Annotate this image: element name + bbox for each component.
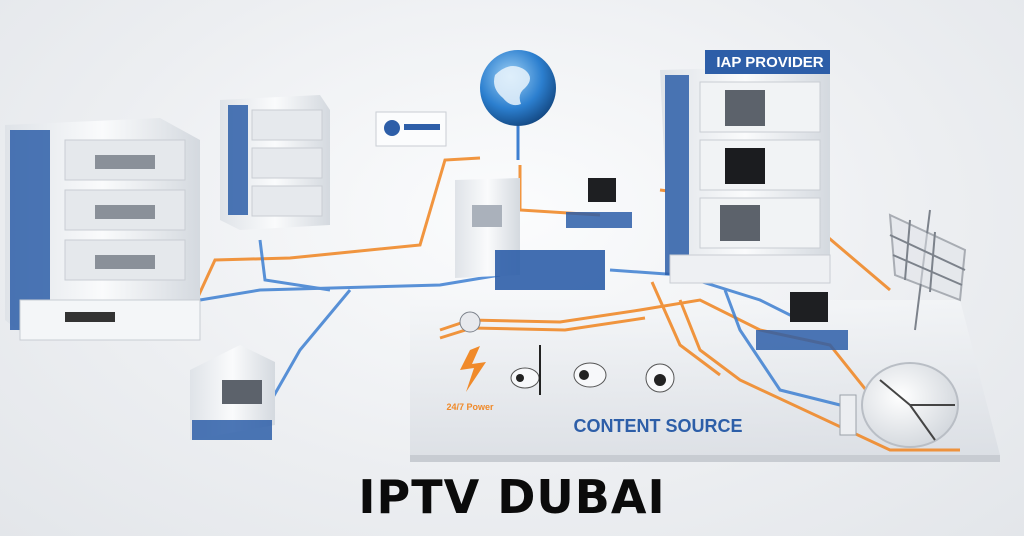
dome-camera-icon [645,363,675,393]
monitor-icon-right [756,292,848,350]
small-server-box [190,345,275,440]
isp-label: IAP PROVIDER [716,54,823,71]
satellite-dish-icon [839,362,959,448]
power-icon [459,311,486,392]
content-source-devices [459,311,675,395]
monitor-icon [566,178,632,228]
central-building [455,178,605,290]
data-center-tower [660,50,831,284]
antenna-icon [888,209,967,331]
camera-icon [510,345,541,395]
small-sign-board [375,111,447,147]
globe-icon [480,50,556,160]
content-source-label: CONTENT SOURCE [573,416,742,436]
power-label: 24/7 Power [446,402,494,412]
camera-icon-2 [573,362,607,388]
center-server-tower [220,95,330,230]
page-title: IPTV DUBAI [358,470,666,524]
left-server-rack [5,118,201,341]
